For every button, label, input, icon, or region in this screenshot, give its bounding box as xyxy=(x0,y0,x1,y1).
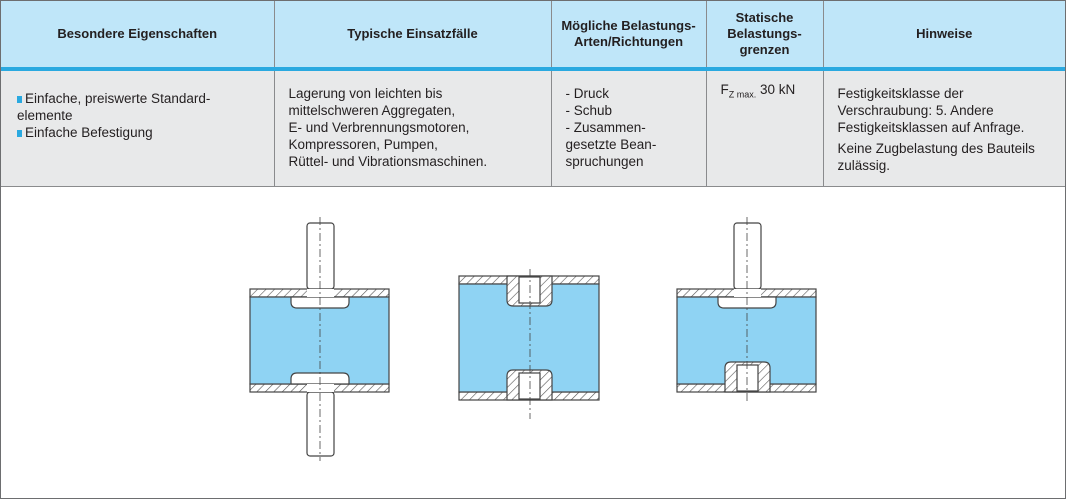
bullet-icon xyxy=(17,130,22,137)
header-load-types: Mögliche Belastungs-Arten/Richtungen xyxy=(551,1,707,71)
header-features: Besondere Eigenschaften xyxy=(1,1,275,71)
header-limits: Statische Belastungs-grenzen xyxy=(706,1,824,71)
header-applications: Typische Einsatzfälle xyxy=(274,1,552,71)
technical-drawings xyxy=(249,217,817,461)
features-cell: Einfache, preiswerte Standard-elemente E… xyxy=(1,69,275,187)
load-type: - Schub xyxy=(565,103,613,118)
application-line: Rüttel- und Vibrationsmaschinen. xyxy=(288,154,488,169)
limit-value: 30 kN xyxy=(760,82,796,97)
applications-cell: Lagerung von leichten bis mittelschweren… xyxy=(274,69,552,187)
load-type: gesetzte Bean- xyxy=(565,137,657,152)
properties-table: Besondere Eigenschaften Typische Einsatz… xyxy=(1,1,1065,187)
application-line: Kompressoren, Pumpen, xyxy=(288,137,438,152)
feature-item: Einfache Befestigung xyxy=(25,125,153,140)
mount-drawing-stud-stud xyxy=(249,217,390,461)
application-line: Lagerung von leichten bis xyxy=(288,86,443,101)
load-type: spruchungen xyxy=(565,154,644,169)
bullet-icon xyxy=(17,96,22,103)
limit-subscript: Z max. xyxy=(728,89,757,100)
notes-cell: Festigkeitsklasse der Verschraubung: 5. … xyxy=(823,69,1065,187)
note: Festigkeitsklasse der Verschraubung: 5. … xyxy=(837,86,1025,135)
application-line: E- und Verbrennungsmotoren, xyxy=(288,120,470,135)
load-types-cell: - Druck - Schub - Zusammen- gesetzte Bea… xyxy=(551,69,707,187)
note: Keine Zugbelastung des Bauteils zulässig… xyxy=(837,141,1035,173)
mount-drawing-stud-nut xyxy=(676,217,817,404)
header-notes: Hinweise xyxy=(823,1,1065,71)
mount-drawing-nut-nut xyxy=(458,269,600,419)
load-type: - Druck xyxy=(565,86,610,101)
limit-symbol: F xyxy=(720,82,729,97)
application-line: mittelschweren Aggregaten, xyxy=(288,103,456,118)
load-type: - Zusammen- xyxy=(565,120,646,135)
limits-cell: FZ max. 30 kN xyxy=(706,69,824,187)
feature-item: Einfache, preiswerte Standard-elemente xyxy=(17,91,211,123)
